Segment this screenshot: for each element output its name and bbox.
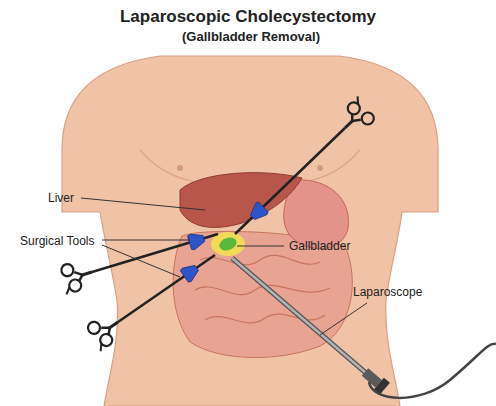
leader-line bbox=[102, 245, 180, 277]
trocar bbox=[187, 231, 206, 251]
liver bbox=[180, 173, 302, 228]
leader-line bbox=[81, 198, 205, 210]
nipple bbox=[177, 165, 183, 171]
tool-shaft bbox=[235, 128, 345, 234]
tool-shaft bbox=[118, 255, 215, 322]
gallbladder bbox=[217, 235, 238, 252]
subtitle: (Gallbladder Removal) bbox=[3, 29, 496, 45]
intestine-fold bbox=[200, 255, 320, 265]
leader-line bbox=[237, 246, 284, 247]
part-label: Laparoscope bbox=[353, 285, 422, 299]
laparoscope-shaft bbox=[232, 258, 366, 373]
leader-line bbox=[102, 240, 190, 241]
laparoscope-shaft bbox=[232, 258, 366, 373]
trocar bbox=[247, 201, 269, 223]
laparoscope-cable bbox=[369, 344, 496, 398]
tool-handle bbox=[58, 258, 96, 295]
tool-handle bbox=[84, 310, 126, 352]
title: Laparoscopic Cholecystectomy bbox=[0, 7, 496, 27]
torso bbox=[62, 56, 438, 406]
trocar bbox=[180, 261, 201, 283]
organ-label: Liver bbox=[48, 191, 74, 205]
organ-label: Gallbladder bbox=[289, 239, 350, 253]
nipple bbox=[317, 165, 323, 171]
part-label: Surgical Tools bbox=[20, 234, 94, 248]
leader-line bbox=[320, 303, 367, 335]
tool-handle bbox=[335, 96, 377, 138]
